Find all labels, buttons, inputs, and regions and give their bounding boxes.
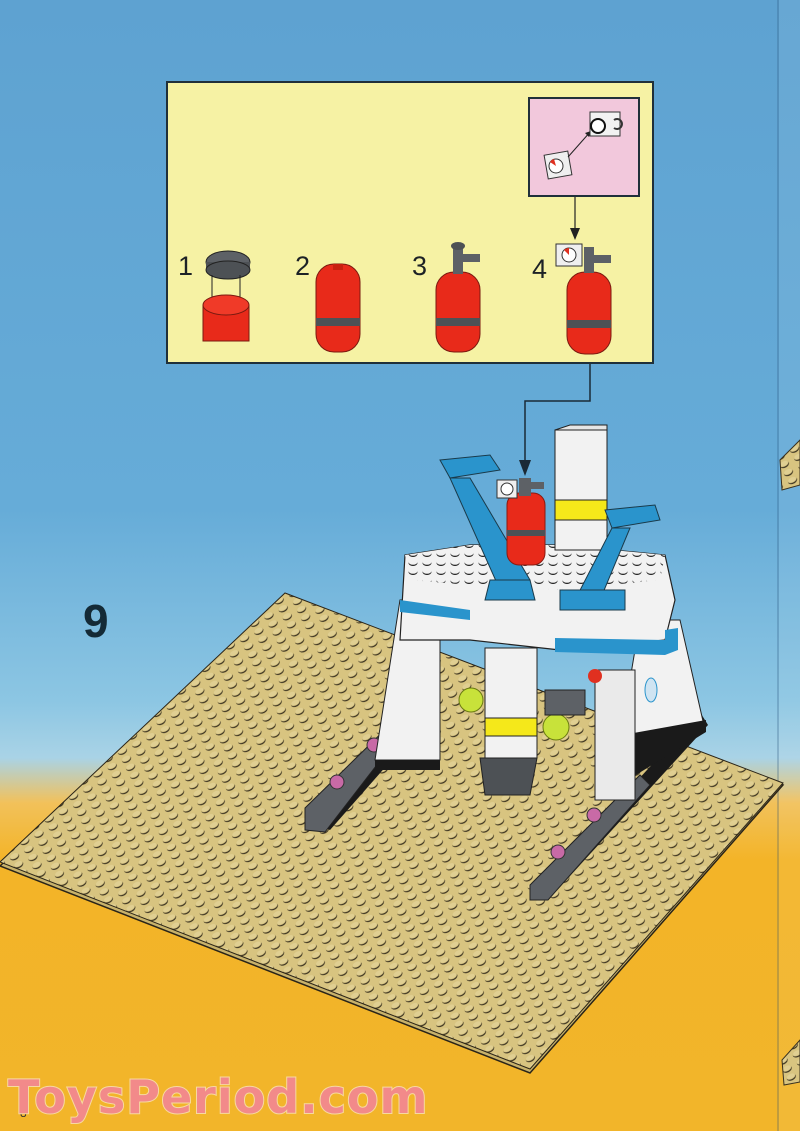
watermark: ToysPeriod.com — [7, 1070, 429, 1124]
page-fold — [777, 0, 779, 1131]
page-number: 8 — [20, 1106, 27, 1120]
adjacent-page-edge — [779, 0, 800, 1131]
main-step-number: 9 — [83, 595, 109, 647]
sub-step-number-2: 2 — [295, 251, 311, 281]
adjacent-page-baseplate — [779, 439, 800, 1086]
right-runner — [529, 712, 708, 901]
sub-step-number-3: 3 — [412, 251, 428, 281]
sub-step-number-4: 4 — [532, 254, 548, 284]
launch-tower — [374, 424, 706, 801]
sub-step-number-1: 1 — [178, 251, 194, 281]
detail-callout-box — [528, 97, 640, 197]
baseplate — [0, 592, 785, 1074]
connector-arrow — [519, 364, 591, 476]
